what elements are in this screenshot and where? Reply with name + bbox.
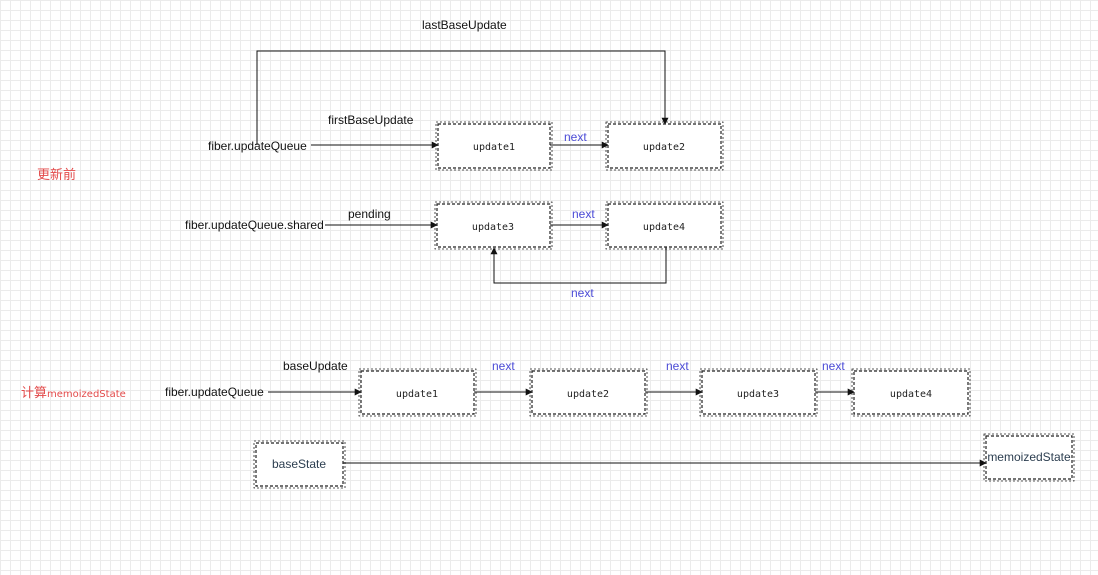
node-bottom-update3-label: update3 [737, 389, 779, 400]
node-base-state-label: baseState [272, 457, 326, 471]
node-bottom-update1: update1 [358, 368, 477, 417]
fiber-update-queue-bottom-label: fiber.updateQueue [165, 385, 264, 399]
bottom-next-label-3: next [822, 359, 845, 373]
node-top-update1-label: update1 [473, 142, 515, 153]
fiber-update-queue-shared-label: fiber.updateQueue.shared [185, 218, 324, 232]
bottom-next-label-1: next [492, 359, 515, 373]
node-memoized-state-label: memoizedState [987, 450, 1071, 464]
node-mid-update3: update3 [434, 201, 553, 250]
node-bottom-update1-label: update1 [396, 389, 438, 400]
node-memoized-state: memoizedState [983, 433, 1075, 482]
last-base-update-label: lastBaseUpdate [422, 18, 507, 32]
node-mid-update4: update4 [605, 201, 724, 250]
section-label-compute-suffix: memoizedState [47, 389, 126, 400]
node-bottom-update2: update2 [529, 368, 648, 417]
base-update-label: baseUpdate [283, 359, 348, 373]
node-base-state: baseState [253, 440, 346, 489]
pending-label: pending [348, 207, 391, 221]
fiber-update-queue-top-label: fiber.updateQueue [208, 139, 307, 153]
node-mid-update4-label: update4 [643, 222, 685, 233]
last-base-update-arrow [256, 50, 669, 145]
node-mid-update3-label: update3 [472, 222, 514, 233]
circular-next-arrow [490, 247, 667, 284]
node-top-update2-label: update2 [643, 142, 685, 153]
node-bottom-update4-label: update4 [890, 389, 932, 400]
mid-next-label: next [572, 207, 595, 221]
section-label-before-update: 更新前 [37, 167, 76, 183]
section-label-compute-prefix: 计算 [21, 386, 47, 401]
node-bottom-update3: update3 [699, 368, 818, 417]
node-bottom-update2-label: update2 [567, 389, 609, 400]
section-label-compute: 计算memoizedState [21, 386, 126, 401]
bottom-next-label-2: next [666, 359, 689, 373]
circular-next-label: next [571, 286, 594, 300]
node-top-update1: update1 [435, 121, 553, 171]
node-top-update2: update2 [605, 121, 724, 171]
top-next-label: next [564, 130, 587, 144]
node-bottom-update4: update4 [851, 368, 971, 417]
first-base-update-label: firstBaseUpdate [328, 113, 414, 127]
